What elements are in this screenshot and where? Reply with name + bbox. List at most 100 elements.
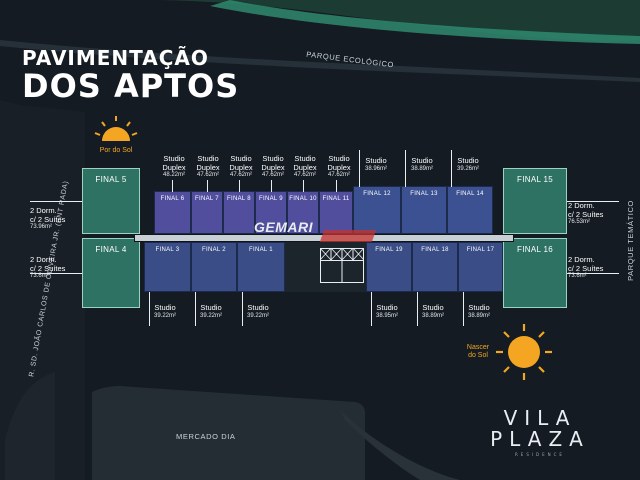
unit-type: 2 Dorm. xyxy=(568,255,595,264)
unit-final-14[interactable]: FINAL 14 xyxy=(447,186,493,234)
unit-label: FINAL 7 xyxy=(195,196,219,202)
unit-area: 39.22m² xyxy=(246,312,269,319)
unit-final-4[interactable]: FINAL 4 xyxy=(82,238,140,308)
unit-final-15[interactable]: FINAL 15 xyxy=(503,168,567,234)
unit-type: Studio xyxy=(294,154,316,163)
unit-final-10[interactable]: FINAL 10 xyxy=(287,191,319,234)
unit-subtype: c/ 2 Suítes xyxy=(30,214,66,224)
unit-final-11[interactable]: FINAL 11 xyxy=(319,191,353,234)
unit-type: Studio xyxy=(200,303,222,312)
unit-final-12[interactable]: FINAL 12 xyxy=(353,186,401,234)
unit-type: Studio xyxy=(376,303,398,312)
unit-label: FINAL 6 xyxy=(160,196,185,202)
unit-subtype: Duplex xyxy=(196,162,220,172)
unit-final-2[interactable]: FINAL 2 xyxy=(191,242,237,292)
unit-area: 39.26m² xyxy=(456,165,479,172)
sunrise-label: Nascer do Sol xyxy=(458,344,498,359)
staircase-icon xyxy=(320,248,364,283)
unit-final-9[interactable]: FINAL 9 xyxy=(255,191,287,234)
unit-final-3[interactable]: FINAL 3 xyxy=(144,242,191,292)
unit-area: 73.6m² xyxy=(568,273,587,280)
unit-label: FINAL 1 xyxy=(249,247,273,253)
leader-line xyxy=(567,273,619,274)
leader-line xyxy=(336,180,337,192)
unit-type: Studio xyxy=(154,303,176,312)
unit-area: 39.22m² xyxy=(153,312,176,319)
leader-line xyxy=(417,292,418,326)
unit-final-7[interactable]: FINAL 7 xyxy=(191,191,223,234)
unit-type: Studio xyxy=(422,303,444,312)
unit-label: FINAL 17 xyxy=(466,247,495,253)
sunset-label: Por do Sol xyxy=(99,147,133,154)
leader-line xyxy=(30,273,82,274)
unit-subtype: c/ 2 Suítes xyxy=(568,263,604,273)
brand-logo: VILA PLAZA RESIDENCE xyxy=(470,408,610,457)
leader-line xyxy=(239,180,240,192)
leader-line xyxy=(567,201,619,202)
unit-final-1[interactable]: FINAL 1 xyxy=(237,242,285,292)
leader-line xyxy=(359,150,360,187)
watermark-text: GEMARI xyxy=(254,219,313,235)
unit-label: FINAL 2 xyxy=(202,247,226,253)
title-line-2: DOS APTOS xyxy=(22,67,240,105)
watermark-logo xyxy=(319,230,377,242)
unit-final-17[interactable]: FINAL 17 xyxy=(458,242,503,292)
unit-area: 48.22m² xyxy=(162,172,185,179)
unit-final-16[interactable]: FINAL 16 xyxy=(503,238,567,308)
unit-subtype: c/ 2 Suítes xyxy=(30,263,66,273)
unit-area: 47.62m² xyxy=(196,172,219,179)
unit-label: FINAL 14 xyxy=(456,191,484,197)
unit-final-19[interactable]: FINAL 19 xyxy=(366,242,412,292)
title-line-1: PAVIMENTAÇÃO xyxy=(22,46,209,70)
leader-line xyxy=(207,180,208,192)
unit-label: FINAL 12 xyxy=(363,191,391,197)
unit-type: Studio xyxy=(411,156,433,165)
unit-type: 2 Dorm. xyxy=(30,206,57,215)
unit-label: FINAL 9 xyxy=(259,196,283,202)
unit-area: 38.89m² xyxy=(410,165,433,172)
brand-line-1: VILA xyxy=(503,406,577,430)
sunrise-icon xyxy=(496,324,552,380)
unit-label: FINAL 10 xyxy=(289,196,317,202)
unit-area: 38.89m² xyxy=(467,312,490,319)
unit-type: Studio xyxy=(247,303,269,312)
unit-final-18[interactable]: FINAL 18 xyxy=(412,242,458,292)
unit-label: FINAL 11 xyxy=(322,196,350,202)
leader-line xyxy=(371,292,372,326)
unit-label: FINAL 5 xyxy=(95,175,127,184)
unit-label: FINAL 3 xyxy=(155,247,180,253)
unit-area: 38.96m² xyxy=(364,165,387,172)
unit-final-6[interactable]: FINAL 6 xyxy=(154,191,191,234)
unit-area: 47.62m² xyxy=(261,172,284,179)
brand-line-3: RESIDENCE xyxy=(515,452,565,457)
unit-type: Studio xyxy=(468,303,490,312)
leader-line xyxy=(303,180,304,192)
unit-final-8[interactable]: FINAL 8 xyxy=(223,191,255,234)
leader-line xyxy=(30,201,82,202)
unit-subtype: Duplex xyxy=(261,162,285,172)
brand-line-2: PLAZA xyxy=(490,427,590,451)
unit-area: 76.53m² xyxy=(568,219,591,226)
unit-type: Studio xyxy=(197,154,219,163)
unit-type: 2 Dorm. xyxy=(30,255,57,264)
unit-final-13[interactable]: FINAL 13 xyxy=(401,186,447,234)
unit-final-5[interactable]: FINAL 5 xyxy=(82,168,140,234)
unit-label: FINAL 19 xyxy=(375,247,403,253)
